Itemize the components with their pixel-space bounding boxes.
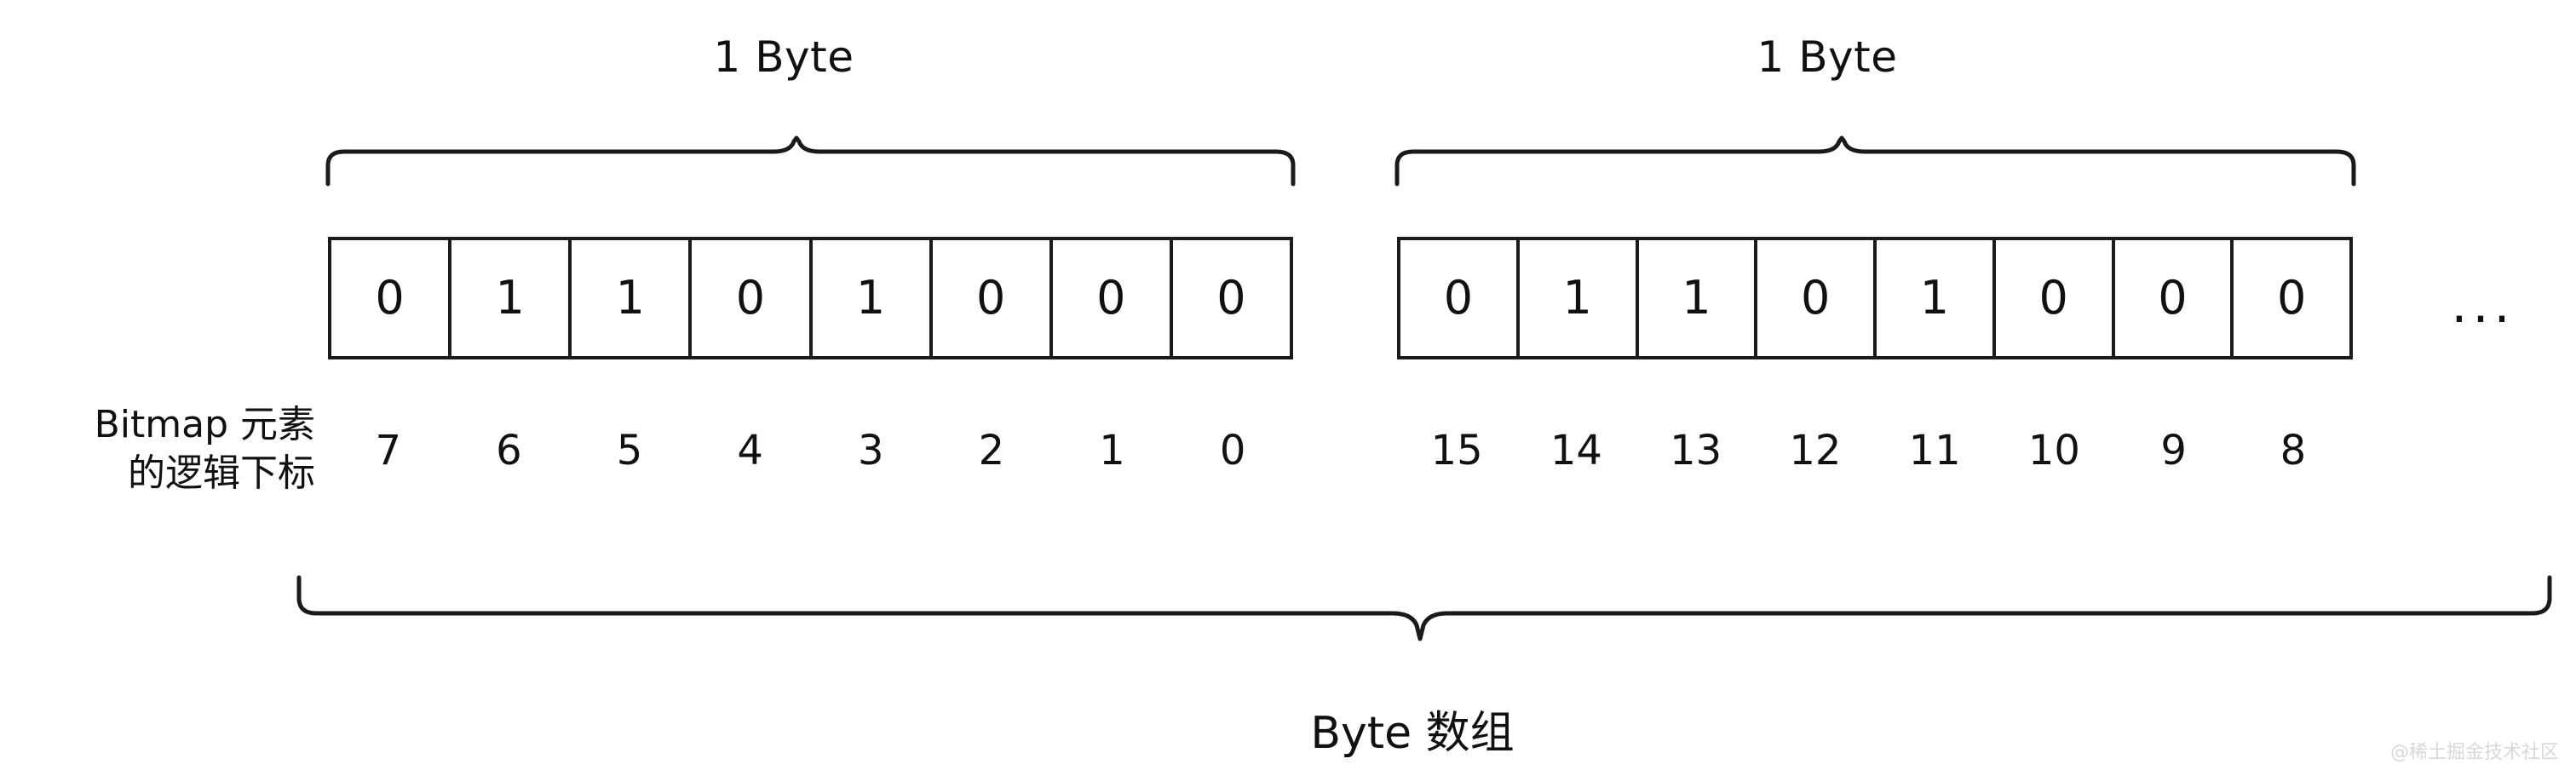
top-brace-group-2 [1393, 135, 2360, 187]
bit-cell: 1 [1639, 240, 1758, 356]
index-cell: 8 [2280, 427, 2307, 474]
index-row-group-2: 15 14 13 12 11 10 9 8 [1397, 430, 2353, 471]
index-cell: 7 [375, 427, 402, 474]
bit-cell: 0 [692, 240, 813, 356]
index-cell: 0 [1219, 427, 1246, 474]
bit-cell: 1 [1520, 240, 1639, 356]
index-cell: 10 [2027, 427, 2080, 474]
index-cell: 2 [978, 427, 1005, 474]
bit-cell: 1 [572, 240, 693, 356]
bit-cell: 0 [331, 240, 452, 356]
byte-array-caption: Byte 数组 [1310, 708, 1515, 759]
bit-row-group-1: 0 1 1 0 1 0 0 0 [328, 237, 1293, 359]
index-cell: 12 [1789, 427, 1842, 474]
bit-row-group-2: 0 1 1 0 1 0 0 0 [1397, 237, 2353, 359]
bit-cell: 0 [2115, 240, 2234, 356]
index-cell: 14 [1550, 427, 1602, 474]
index-cell: 5 [616, 427, 643, 474]
bit-cell: 1 [1877, 240, 1996, 356]
bit-cell: 0 [933, 240, 1053, 356]
bitmap-index-caption-line-2: 的逻辑下标 [128, 451, 315, 496]
bottom-brace-byte-array [294, 572, 2556, 649]
byte-label-group-1: 1 Byte [713, 32, 854, 82]
bitmap-index-caption: Bitmap 元素 的逻辑下标 [0, 400, 315, 497]
bit-cell: 0 [2276, 271, 2307, 325]
index-row-group-1: 7 6 5 4 3 2 1 0 [328, 430, 1293, 471]
bit-cell: 0 [1757, 240, 1877, 356]
index-cell: 11 [1908, 427, 1961, 474]
index-cell: 6 [496, 427, 522, 474]
bitmap-index-caption-line-1: Bitmap 元素 [94, 403, 315, 446]
index-cell: 15 [1430, 427, 1483, 474]
index-cell: 4 [737, 427, 763, 474]
continuation-ellipsis: ··· [2451, 290, 2516, 349]
byte-label-group-2: 1 Byte [1757, 32, 1898, 82]
index-cell: 13 [1670, 427, 1722, 474]
bit-cell: 0 [1053, 240, 1173, 356]
index-cell: 9 [2160, 427, 2187, 474]
bit-cell: 1 [451, 240, 572, 356]
top-brace-group-1 [324, 135, 1299, 187]
watermark: @稀土掘金技术社区 [2389, 742, 2559, 763]
index-cell: 3 [858, 427, 884, 474]
bit-cell: 0 [1996, 240, 2115, 356]
bit-cell: 0 [1216, 271, 1246, 325]
bit-cell: 1 [813, 240, 933, 356]
bit-cell: 0 [1400, 240, 1520, 356]
index-cell: 1 [1099, 427, 1125, 474]
